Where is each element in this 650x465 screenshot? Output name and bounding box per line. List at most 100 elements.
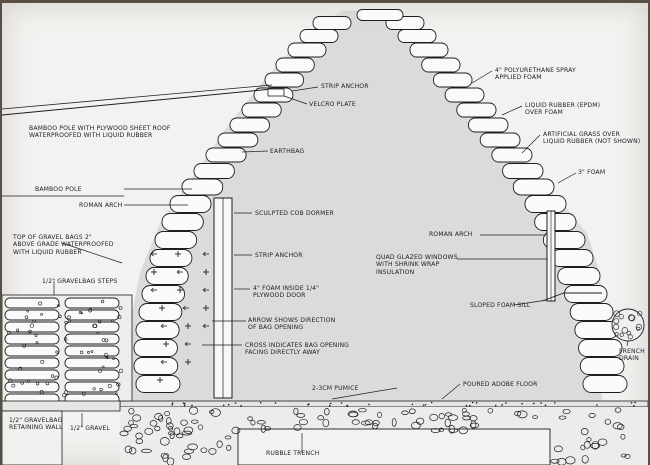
leader-line (291, 86, 319, 92)
rubble-stone (298, 418, 308, 426)
rubble-stone (317, 415, 325, 421)
rubble-stone (580, 428, 589, 436)
leader-line (283, 95, 308, 105)
gravel-dot (35, 341, 39, 344)
pumice-grain (171, 403, 174, 406)
label-sculpted-cob-dormer: Sculpted COB Dormer (255, 210, 334, 217)
gravel-dot (35, 381, 40, 386)
label-strip-anchor-top: Strip Anchor (321, 83, 369, 90)
rubble-stone (149, 420, 158, 427)
rubble-stone (224, 435, 232, 440)
gravel-dot (115, 392, 118, 395)
gravel-dot (55, 350, 59, 354)
gravel-dot (117, 315, 122, 320)
rubble-stone (324, 407, 330, 416)
plywood-roof-edge (2, 84, 273, 110)
rubble-stone (169, 432, 175, 439)
gravel-dot (101, 365, 105, 369)
rubble-stone (182, 453, 191, 460)
rubble-stone (429, 413, 439, 422)
drain-gravel (627, 314, 635, 321)
gravelbag (64, 309, 120, 321)
rubble-stone (128, 420, 134, 426)
gravel-dot (87, 350, 90, 354)
rubble-stone (124, 445, 133, 454)
earthbag-right (557, 267, 601, 285)
gravel-dot (111, 319, 115, 323)
gravelbag (4, 369, 60, 381)
rubble-stone (411, 421, 421, 430)
structural-details (2, 84, 645, 399)
gravel-dot (54, 375, 59, 380)
label-gravelbag-steps: 1/2" Gravelbag steps (42, 278, 118, 285)
pumice-grain (540, 402, 542, 404)
rubble-stone (462, 415, 471, 421)
drain-gravel (637, 310, 643, 316)
pumice-grain (544, 404, 547, 407)
rubble-stone (470, 420, 477, 429)
rubble-stone (591, 440, 600, 450)
label-velcro-plate: Velcro Plate (309, 101, 356, 108)
rubble-stone (197, 424, 204, 430)
pumice-grain (171, 402, 174, 405)
leader-lines (53, 70, 629, 453)
rubble-stone (183, 426, 194, 435)
earthbag-right (550, 249, 594, 267)
pumice-grain (308, 403, 310, 405)
gravel-dot (50, 374, 55, 378)
rubble-stone (164, 410, 171, 417)
rubble-stone (617, 423, 625, 430)
earthbag-right (579, 357, 625, 375)
drain-gravel (618, 314, 624, 320)
rubble-stone (586, 437, 592, 442)
gravelbag (64, 333, 120, 345)
rubble-stone (590, 443, 601, 449)
pumice-grain (532, 402, 535, 405)
earthbag-right (397, 29, 437, 43)
earthbag-right (432, 72, 473, 88)
pumice-layer (119, 400, 648, 408)
gravelbag (4, 309, 60, 321)
label-liquid-rubber: Liquid Rubber (EPDM) over Foam (525, 102, 601, 117)
arrow-mark (160, 323, 164, 329)
pumice-grain (465, 404, 468, 407)
rubble-stone (604, 419, 612, 425)
rubble-stone (166, 422, 174, 430)
gravel-dot (96, 331, 99, 335)
rubble-stone (210, 408, 221, 417)
pumice-grain (505, 402, 507, 404)
label-french-drain: French Drain (619, 348, 645, 363)
rubble-stone (264, 426, 271, 431)
rubble-stone (260, 424, 266, 433)
earthbag-right (409, 42, 449, 58)
gravelbag (64, 321, 120, 333)
pumice-grain (329, 402, 332, 405)
arrow-mark (182, 305, 186, 311)
gravel-dot (118, 305, 123, 310)
drain-gravel (635, 323, 642, 331)
arrow-mark (202, 251, 206, 257)
pumice-grain (471, 401, 474, 404)
gravel-dot (24, 315, 29, 319)
rubble-stone (129, 424, 139, 429)
rubble-stone (351, 419, 360, 425)
sloped-foam-sill (541, 292, 602, 302)
rubble-stone (581, 455, 589, 464)
pumice-grain (501, 404, 503, 406)
earthbag-left (217, 132, 259, 148)
rubble-stone (187, 443, 198, 451)
gravel-dot (26, 309, 29, 313)
rubble-stone (247, 416, 253, 421)
rubble-stone (469, 422, 480, 429)
rubble-stone (583, 441, 591, 449)
rubble-stone (208, 448, 217, 455)
gravel-dot (45, 381, 50, 386)
earthbag-courses (133, 9, 628, 393)
arrow-mark (202, 287, 206, 293)
earthbag-right (578, 339, 623, 357)
rubble-stone (447, 414, 459, 421)
pumice-grain (521, 402, 523, 405)
gravel-dot (57, 304, 60, 307)
pumice-grain (553, 401, 556, 404)
rubble-stone (588, 413, 596, 418)
